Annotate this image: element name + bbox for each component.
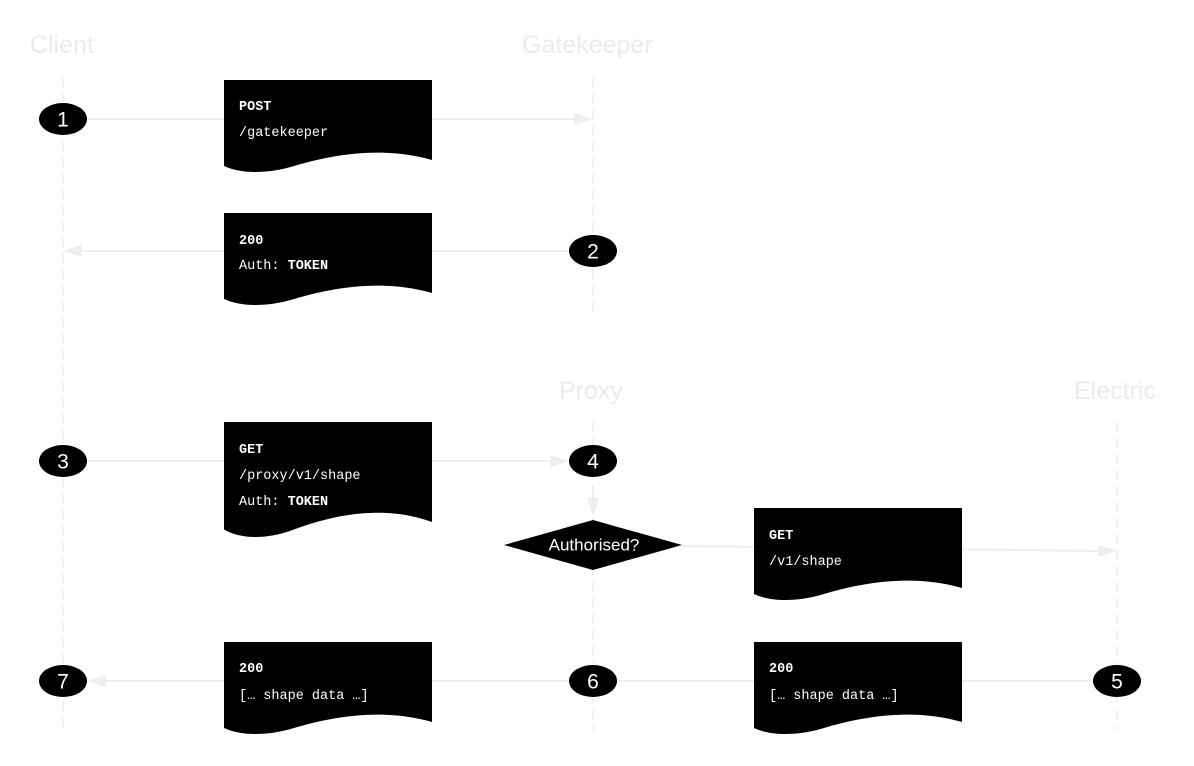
lane-title-proxy: Proxy [559, 377, 623, 405]
arrow-head-decision [587, 498, 599, 516]
message-token-response: 200 Auth: TOKEN [224, 213, 432, 306]
step-badge-4: 4 [569, 445, 617, 477]
step-badge-6: 6 [569, 665, 617, 697]
step-badge-1: 1 [39, 103, 87, 135]
step-badge-2: 2 [569, 235, 617, 267]
message-client-response: 200 [… shape data …] [224, 642, 432, 735]
message-status: 200 [239, 662, 263, 677]
message-get-proxy: GET /proxy/v1/shape Auth: TOKEN [224, 422, 432, 538]
lane-title-client: Client [30, 31, 94, 59]
step-number-3: 3 [57, 451, 69, 474]
arrow-head-proxy [550, 455, 569, 467]
step-number-1: 1 [57, 109, 69, 132]
message-status: 200 [239, 234, 263, 249]
message-path: /gatekeeper [239, 126, 328, 141]
auth-label: Auth: [239, 259, 288, 274]
message-method: GET [239, 443, 263, 458]
step-number-5: 5 [1111, 671, 1123, 694]
auth-label: Auth: [239, 495, 288, 510]
step-number-4: 4 [587, 451, 599, 474]
arrow-head-client-data [87, 675, 106, 687]
step-badge-7: 7 [39, 665, 87, 697]
arrow-head-gatekeeper [574, 113, 593, 125]
step-number-6: 6 [587, 671, 599, 694]
message-body: [… shape data …] [239, 689, 369, 704]
message-electric-response: 200 [… shape data …] [754, 642, 962, 735]
lane-title-gatekeeper: Gatekeeper [522, 31, 653, 59]
step-number-7: 7 [57, 671, 69, 694]
message-body: [… shape data …] [769, 689, 899, 704]
message-method: GET [769, 529, 793, 544]
message-path: /proxy/v1/shape [239, 469, 361, 484]
step-badge-3: 3 [39, 445, 87, 477]
arrow-head-client-token [63, 245, 82, 257]
step-badge-5: 5 [1093, 665, 1141, 697]
message-method: POST [239, 100, 271, 115]
message-get-electric: GET /v1/shape [754, 508, 962, 601]
message-auth-header: Auth: TOKEN [239, 259, 328, 274]
message-status: 200 [769, 662, 793, 677]
decision-authorised: Authorised? [504, 520, 682, 570]
step-number-2: 2 [587, 241, 599, 264]
message-auth-header: Auth: TOKEN [239, 495, 328, 510]
decision-label: Authorised? [549, 536, 640, 555]
lane-title-electric: Electric [1074, 377, 1156, 405]
message-post-gatekeeper: POST /gatekeeper [224, 80, 432, 173]
auth-token: TOKEN [288, 259, 329, 274]
auth-token: TOKEN [288, 495, 329, 510]
arrow-head-electric [1098, 545, 1117, 557]
message-path: /v1/shape [769, 555, 842, 570]
